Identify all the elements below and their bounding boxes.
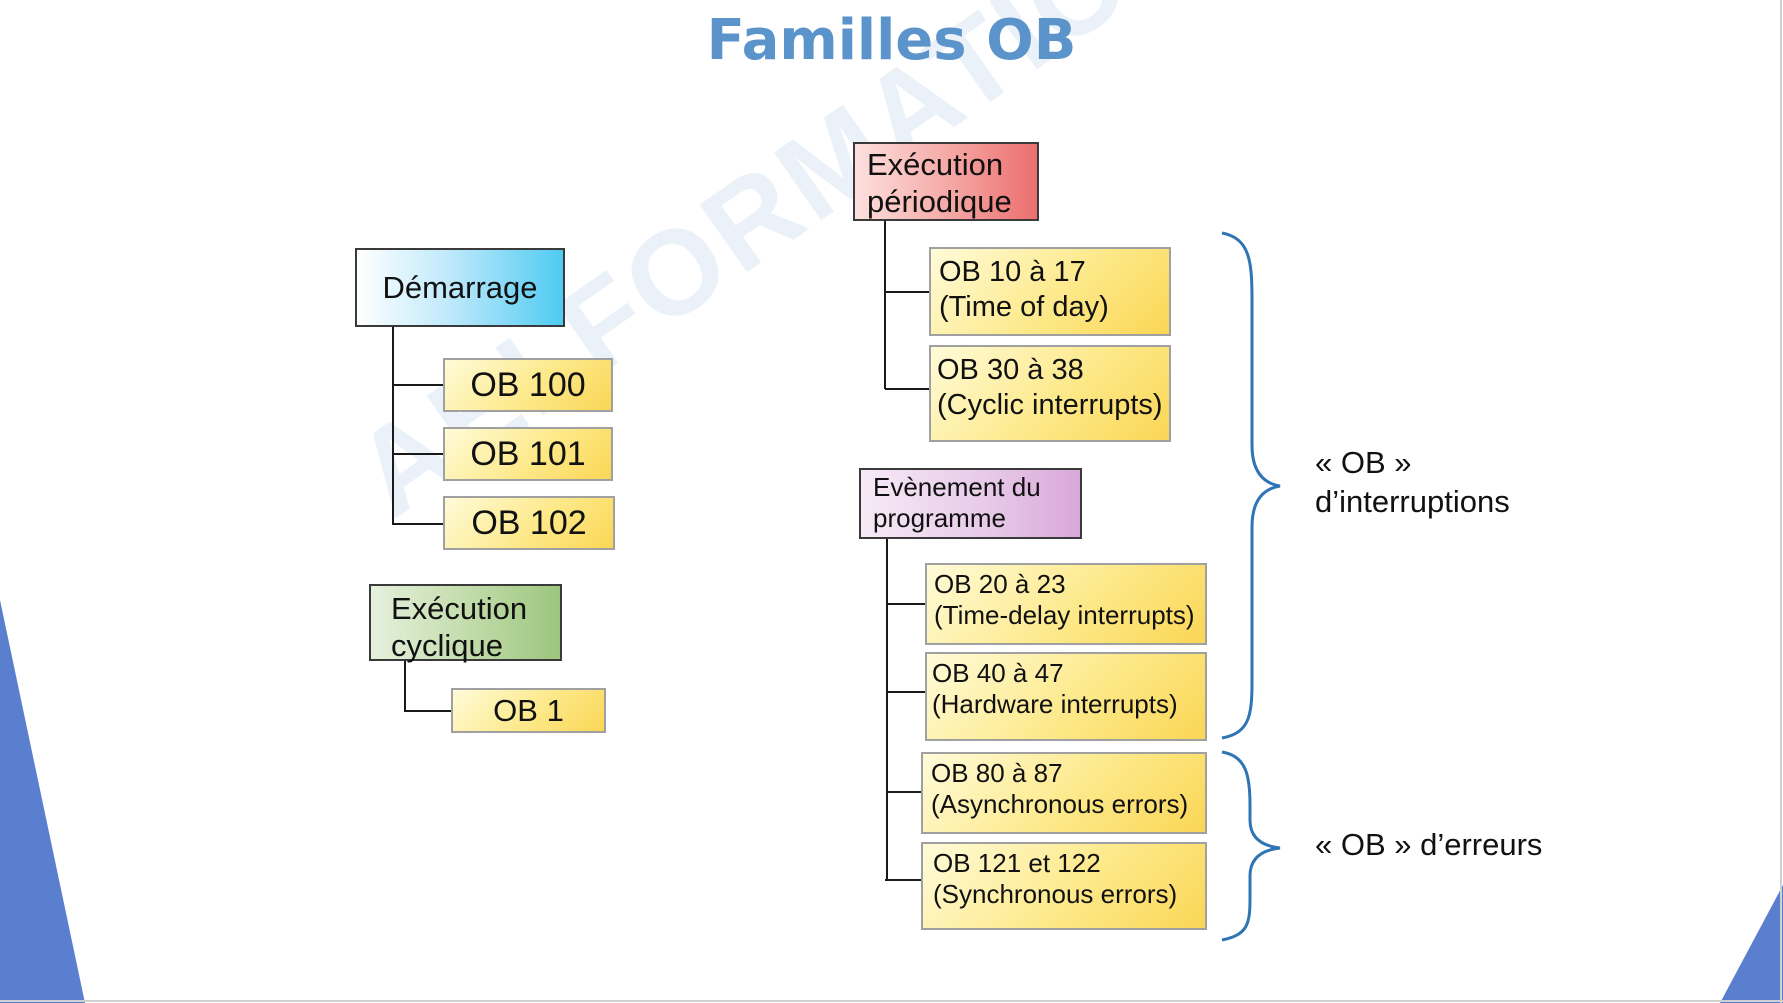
ob-10-17-box: OB 10 à 17 (Time of day) <box>929 247 1171 336</box>
ob-121-122-line2: (Synchronous errors) <box>933 879 1178 910</box>
ob-10-17-line1: OB 10 à 17 <box>939 256 1086 288</box>
ob-30-38-box: OB 30 à 38 (Cyclic interrupts) <box>929 345 1171 442</box>
ob-80-87-line2: (Asynchronous errors) <box>931 789 1189 820</box>
demarrage-box: Démarrage <box>355 248 565 327</box>
ob-20-23-box: OB 20 à 23 (Time-delay interrupts) <box>925 563 1207 645</box>
periodique-box: Exécution périodique <box>853 142 1039 221</box>
cyclique-label-line2: cyclique <box>391 628 503 664</box>
ob-20-23-line1: OB 20 à 23 <box>934 569 1066 599</box>
right-corner-triangle <box>1720 885 1783 1003</box>
ob-102-box: OB 102 <box>443 496 615 550</box>
evenement-box: Evènement du programme <box>859 468 1082 539</box>
ob-30-38-line1: OB 30 à 38 <box>937 354 1084 386</box>
ob-121-122-line1: OB 121 et 122 <box>933 848 1101 878</box>
erreurs-label: « OB » d’erreurs <box>1315 826 1542 865</box>
ob-40-47-line2: (Hardware interrupts) <box>932 689 1178 720</box>
left-corner-triangle <box>0 600 85 1003</box>
interruptions-label-line1: « OB » <box>1315 445 1412 480</box>
demarrage-label: Démarrage <box>382 269 538 305</box>
cyclique-box: Exécution cyclique <box>369 584 562 664</box>
evenement-label-line1: Evènement du <box>873 472 1041 502</box>
ob-101-box: OB 101 <box>443 427 613 481</box>
ob-30-38-line2: (Cyclic interrupts) <box>937 388 1163 421</box>
ob-80-87-box: OB 80 à 87 (Asynchronous errors) <box>921 752 1207 834</box>
evenement-label-line2: programme <box>873 503 1006 534</box>
ob-102-label: OB 102 <box>471 503 587 542</box>
ob-100-label: OB 100 <box>470 365 586 404</box>
interruptions-label-line2: d’interruptions <box>1315 483 1510 519</box>
ob-101-label: OB 101 <box>470 434 586 473</box>
ob-1-label: OB 1 <box>493 692 564 728</box>
ob-80-87-line1: OB 80 à 87 <box>931 758 1063 788</box>
ob-1-box: OB 1 <box>451 688 606 733</box>
cyclique-label-line1: Exécution <box>391 591 528 626</box>
ob-40-47-line1: OB 40 à 47 <box>932 658 1064 688</box>
ob-40-47-box: OB 40 à 47 (Hardware interrupts) <box>925 652 1207 741</box>
ob-20-23-line2: (Time-delay interrupts) <box>934 600 1195 631</box>
erreurs-label-text: « OB » d’erreurs <box>1315 827 1543 862</box>
ob-10-17-line2: (Time of day) <box>939 290 1109 323</box>
ob-100-box: OB 100 <box>443 358 613 412</box>
periodique-label-line2: périodique <box>867 184 1012 220</box>
interruptions-label: « OB » d’interruptions <box>1315 444 1510 522</box>
ob-121-122-box: OB 121 et 122 (Synchronous errors) <box>921 842 1207 930</box>
slide-title: Familles OB <box>706 8 1077 73</box>
periodique-label-line1: Exécution <box>867 147 1004 182</box>
